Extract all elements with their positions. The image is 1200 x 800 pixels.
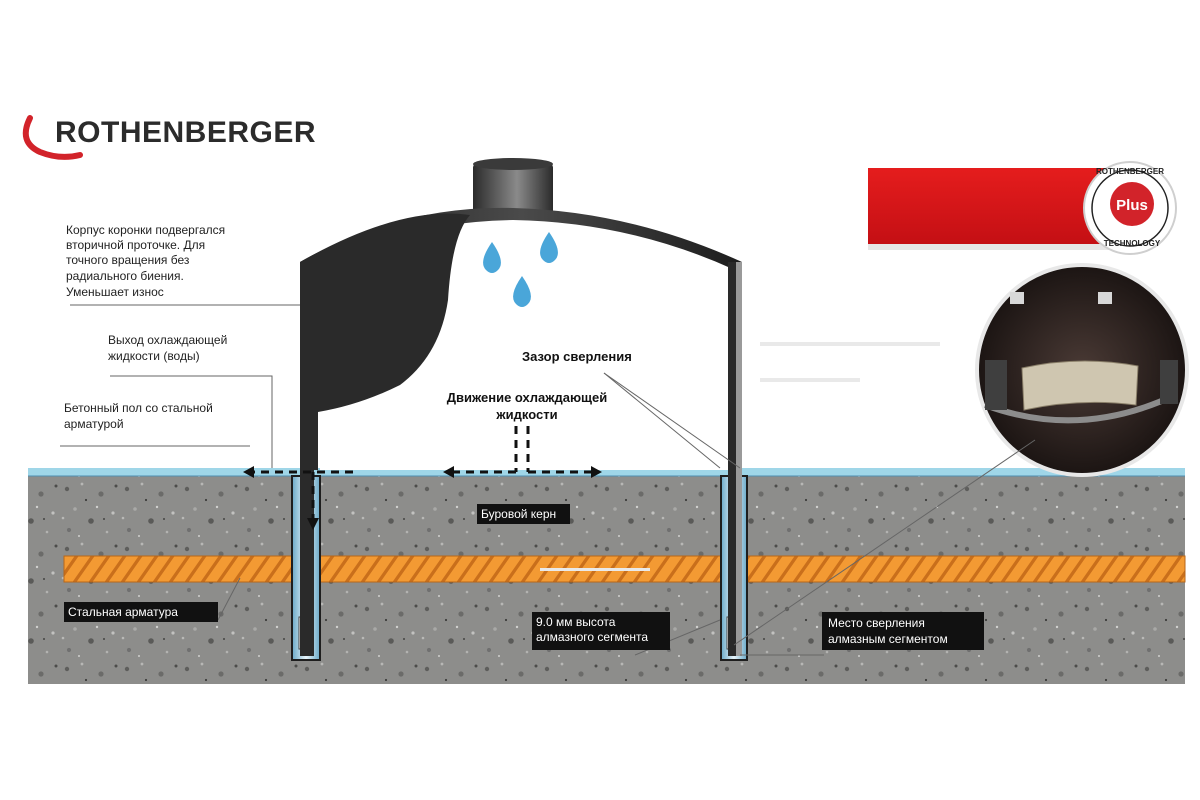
svg-text:Место сверления: Место сверления <box>828 616 925 630</box>
label-coolant-exit: Выход охлаждающей жидкости (воды) <box>108 333 227 363</box>
svg-text:Движение охлаждающей: Движение охлаждающей <box>447 390 608 405</box>
drop-icon <box>540 232 558 263</box>
label-coolant-motion: Движение охлаждающей жидкости <box>447 390 608 422</box>
svg-text:алмазным сегментом: алмазным сегментом <box>828 632 948 646</box>
drop-icon <box>513 276 531 307</box>
svg-text:Выход охлаждающей: Выход охлаждающей <box>108 333 227 347</box>
label-segment-height: 9.0 мм высота алмазного сегмента <box>532 612 670 650</box>
badge-top-text: ROTHENBERGER <box>1096 167 1164 176</box>
svg-text:алмазного сегмента: алмазного сегмента <box>536 630 648 644</box>
svg-text:Корпус коронки подвергался: Корпус коронки подвергался <box>66 223 225 237</box>
svg-text:вторичной проточке. Для: вторичной проточке. Для <box>66 238 205 252</box>
arrow-heads <box>243 466 602 530</box>
rothenberger-logo: ROTHENBERGER <box>22 115 316 160</box>
svg-text:жидкости: жидкости <box>495 407 557 422</box>
label-drill-gap: Зазор сверления <box>522 349 632 364</box>
svg-text:арматурой: арматурой <box>64 417 124 431</box>
label-drilling-point: Место сверления алмазным сегментом <box>822 612 984 650</box>
label-core: Буровой керн <box>477 504 570 524</box>
arrow-left-icon <box>443 466 454 478</box>
badge-ring <box>1091 169 1169 247</box>
badge-plus: Plus <box>1116 197 1148 214</box>
water-line <box>28 468 1185 476</box>
badge-center <box>1110 182 1154 226</box>
svg-text:жидкости (воды): жидкости (воды) <box>108 349 200 363</box>
water-drops <box>483 232 558 307</box>
logo-swoosh <box>22 115 83 160</box>
photo-segment <box>1021 360 1139 411</box>
crown-left-body <box>300 213 470 471</box>
svg-text:Буровой керн: Буровой керн <box>481 507 556 521</box>
faint-remnants <box>540 342 940 571</box>
label-rebar: Стальная арматура <box>64 602 218 622</box>
arrow-down-icon <box>307 518 319 530</box>
label-concrete-floor: Бетонный пол со стальной арматурой <box>64 401 213 431</box>
svg-text:Бетонный пол со стальной: Бетонный пол со стальной <box>64 401 213 415</box>
svg-text:Стальная арматура: Стальная арматура <box>68 605 178 619</box>
logo-text: ROTHENBERGER <box>55 116 316 149</box>
drop-icon <box>483 242 501 273</box>
drill-segment-photo-inset <box>975 263 1189 477</box>
arrow-right-icon <box>591 466 602 478</box>
svg-text:радиального биения.: радиального биения. <box>66 269 184 283</box>
crown-shank <box>473 162 553 217</box>
coolant-flow-arrows <box>250 426 595 520</box>
leader-lines <box>60 304 1036 656</box>
svg-text:9.0 мм высота: 9.0 мм высота <box>536 615 616 629</box>
svg-text:Уменьшает износ: Уменьшает износ <box>66 285 164 299</box>
crown-left-wall <box>300 262 314 656</box>
badge-bottom-text: TECHNOLOGY <box>1104 239 1161 248</box>
label-housing: Корпус коронки подвергался вторичной про… <box>66 223 225 299</box>
core-bit-crown <box>300 158 742 656</box>
svg-text:точного вращения без: точного вращения без <box>66 253 190 267</box>
arrow-left-icon <box>243 466 254 478</box>
plus-technology-banner: Plus ROTHENBERGER TECHNOLOGY <box>868 161 1177 255</box>
